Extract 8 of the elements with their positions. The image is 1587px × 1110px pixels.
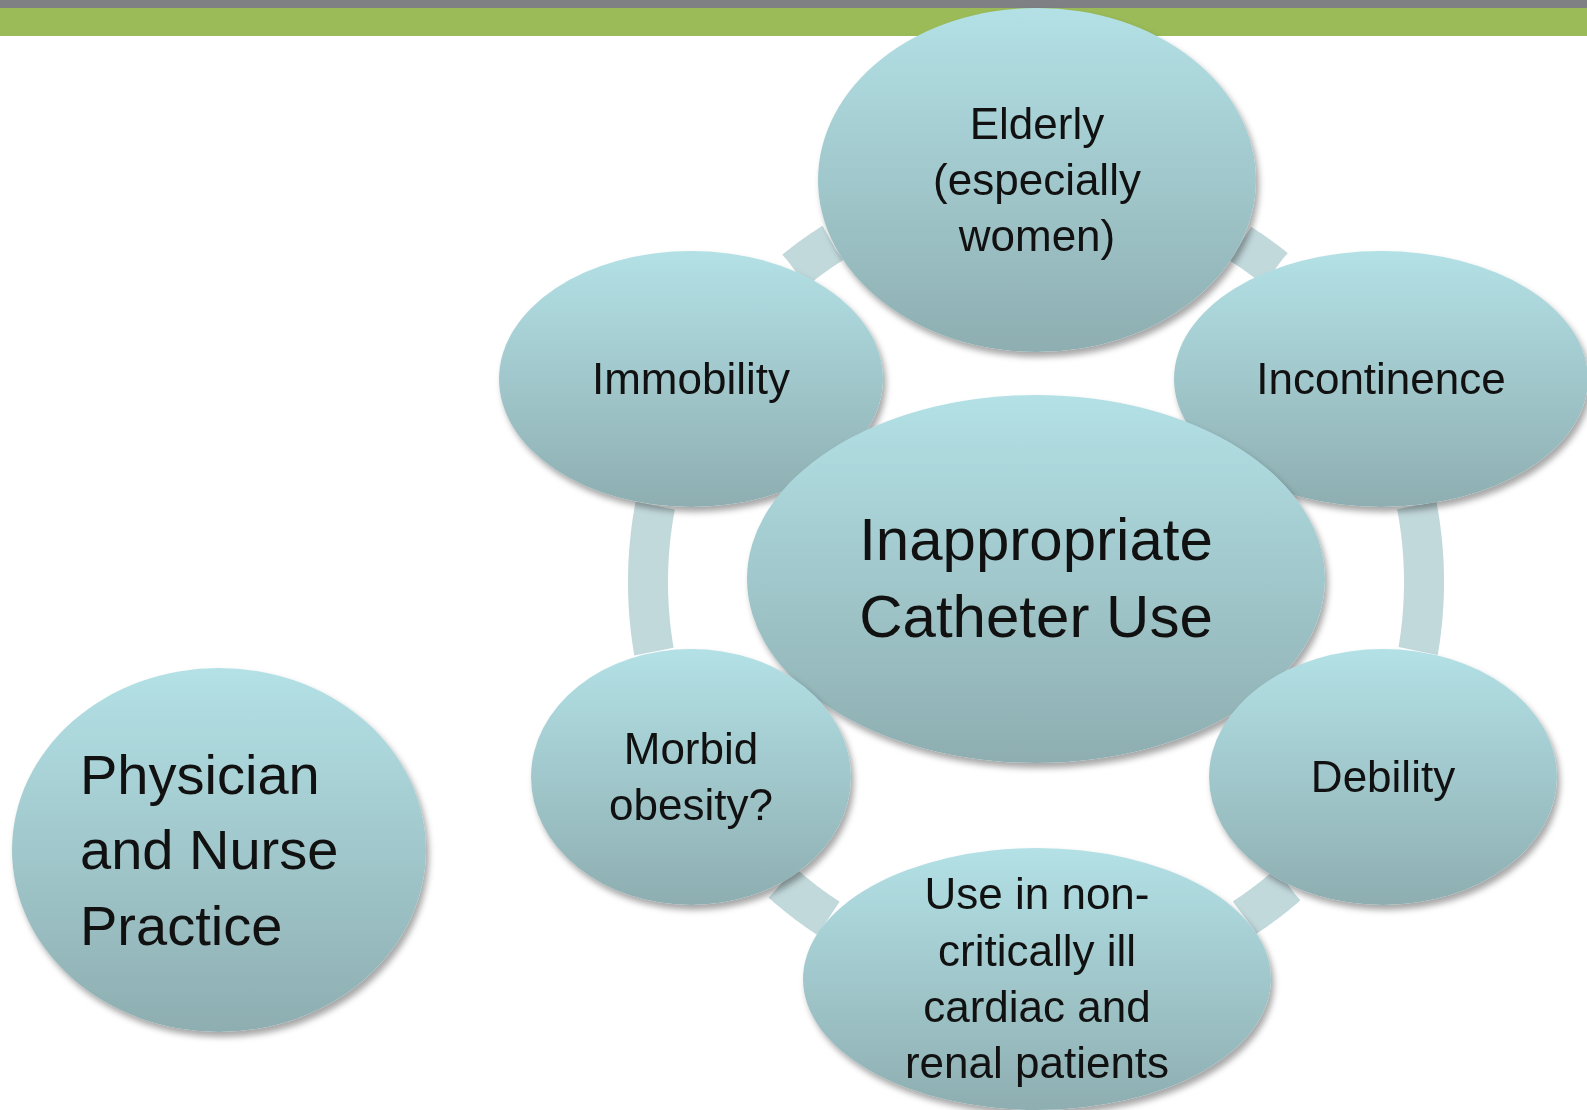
node-text: Morbid obesity?: [608, 722, 774, 831]
node-text: Physician and Nurse Practice: [80, 741, 340, 959]
node-text: Immobility: [592, 352, 790, 405]
node-text: Incontinence: [1256, 352, 1506, 405]
node-text: Elderly (especially women): [932, 97, 1142, 263]
node-text: Use in non-critically ill cardiac and renal patients: [903, 868, 1171, 1090]
node-text: Debility: [1310, 750, 1456, 803]
node-text: Inappropriate Catheter Use: [858, 505, 1214, 652]
